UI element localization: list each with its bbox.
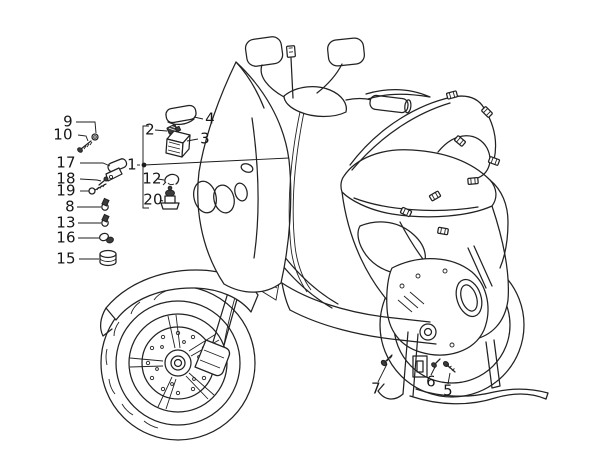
callout-label-6: 6 [426,372,436,391]
part-icon-screw-7 [380,355,392,367]
part-icon-clip-13 [102,214,109,226]
callout-label-20: 20 [143,190,163,209]
part-icons [77,105,455,372]
part-icon-clamp-16 [99,232,115,244]
callout-label-10: 10 [53,125,73,144]
part-icon-clip-8 [102,198,109,210]
part-icon-bolt-19 [89,184,106,194]
callout-label-8: 8 [65,197,75,216]
part-icon-sensor-20 [161,186,179,209]
part-icon-relay-3 [166,126,190,157]
part-icon-cover-4 [165,105,197,125]
callout-label-17: 17 [56,153,76,172]
callout-label-12: 12 [142,169,162,188]
callout-label-2: 2 [145,120,155,139]
callout-label-1: 1 [127,155,137,174]
callout-label-13: 13 [56,213,76,232]
callout-label-5: 5 [443,381,453,400]
center-stand [378,332,548,404]
part-icon-screw-18 [99,177,108,185]
seat [341,150,496,217]
handlebar [284,87,430,117]
front-fairing [190,62,311,292]
wiring-harness [350,91,500,235]
part-icon-ring-12 [163,174,179,185]
callout-label-15: 15 [56,249,76,268]
right-grip [369,95,411,114]
front-fender [101,270,258,336]
mirror-left [244,36,284,97]
tire-tread [106,291,166,428]
callout-label-19: 19 [56,181,76,200]
part-icon-screw-10 [77,141,92,153]
part-icon-bolt-5 [442,361,455,372]
part-icon-washer-9 [92,134,98,140]
callout-label-3: 3 [200,129,210,148]
part-icon-cable-guide-17 [106,158,128,181]
part-icon-cap-15 [100,251,116,266]
callout-label-4: 4 [205,109,215,128]
mirror-right [317,37,365,93]
callout-label-7: 7 [371,379,381,398]
scooter-line-art [101,36,548,440]
engine-case [387,246,492,355]
callout-label-16: 16 [56,228,76,247]
brake-caliper [195,340,230,376]
callout-label-18: 18 [56,169,76,188]
antenna-cable [286,46,295,98]
part-icon-screw-6 [431,359,440,368]
callout-label-9: 9 [63,112,73,131]
fairing-vents [190,162,254,215]
harness-connectors [400,91,500,235]
leader-lines [76,117,450,384]
group-bracket-1 [137,126,289,208]
